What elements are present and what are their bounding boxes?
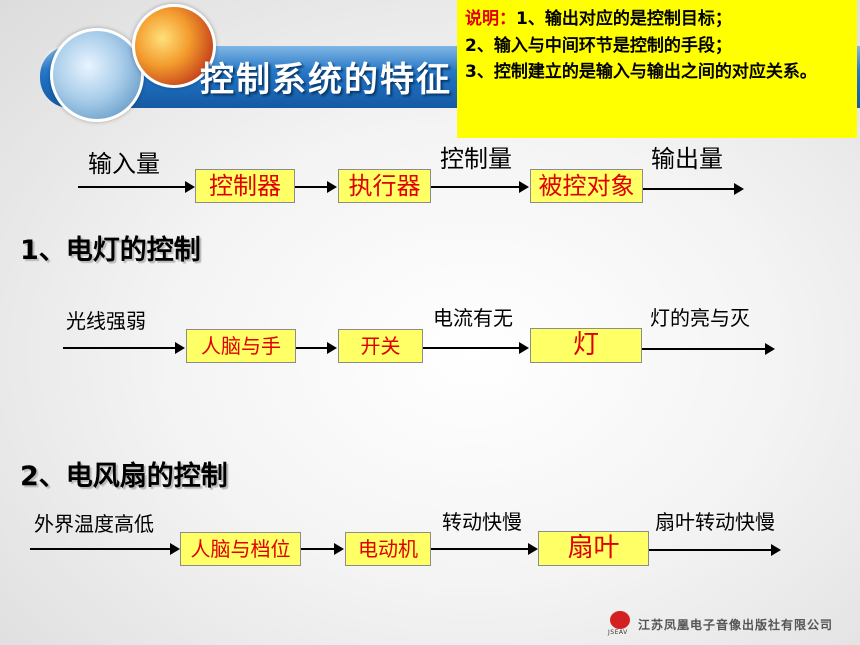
publisher-name: 江苏凤凰电子音像出版社有限公司	[638, 617, 834, 632]
slide-title: 控制系统的特征	[200, 60, 452, 100]
fruit-image	[132, 4, 216, 88]
fan-controller-box: 人脑与档位	[180, 532, 301, 566]
note-line-2: 2、输入与中间环节是控制的手段；	[465, 36, 732, 56]
fan-control-quantity-label: 转动快慢	[442, 510, 522, 534]
publisher-footer: JSEAV 江苏凤凰电子音像出版社有限公司	[608, 611, 833, 637]
general-arrow-2	[295, 181, 337, 193]
general-input-label: 输入量	[88, 150, 160, 178]
logo-abbr: JSEAV	[608, 629, 628, 636]
lamp-actuator-box: 开关	[338, 329, 423, 363]
note-line-3: 3、控制建立的是输入与输出之间的对应关系。	[465, 62, 817, 82]
fan-arrow-3	[431, 543, 538, 555]
general-plant-box: 被控对象	[530, 169, 643, 203]
lamp-input-label: 光线强弱	[66, 309, 146, 333]
lamp-arrow-3	[423, 342, 529, 354]
fan-arrow-2	[301, 543, 344, 555]
lamp-arrow-4	[642, 343, 775, 355]
general-arrow-1	[78, 181, 195, 193]
section-2-heading: 2、电风扇的控制	[20, 461, 228, 492]
section-1-heading: 1、电灯的控制	[20, 235, 201, 266]
general-arrow-4	[643, 183, 744, 195]
fan-arrow-1	[30, 543, 180, 555]
general-output-label: 输出量	[651, 145, 723, 173]
fan-plant-box: 扇叶	[538, 531, 649, 566]
lamp-control-quantity-label: 电流有无	[433, 306, 513, 330]
fan-actuator-box: 电动机	[345, 532, 431, 566]
general-arrow-3	[431, 181, 529, 193]
lamp-plant-box: 灯	[530, 328, 642, 363]
lamp-arrow-2	[296, 342, 337, 354]
note-line-1: 1、输出对应的是控制目标；	[516, 9, 732, 29]
explanation-note: 说明：1、输出对应的是控制目标； 2、输入与中间环节是控制的手段； 3、控制建立…	[457, 0, 857, 138]
general-control-quantity-label: 控制量	[440, 145, 512, 173]
note-lead: 说明：	[465, 9, 516, 29]
lamp-output-label: 灯的亮与灭	[650, 306, 750, 330]
general-controller-box: 控制器	[195, 169, 295, 203]
lamp-arrow-1	[63, 342, 185, 354]
fan-output-label: 扇叶转动快慢	[655, 510, 775, 534]
fan-input-label: 外界温度高低	[34, 512, 154, 536]
phoenix-logo-icon: JSEAV	[608, 611, 634, 637]
lamp-controller-box: 人脑与手	[186, 329, 296, 363]
dna-image	[50, 28, 144, 122]
general-actuator-box: 执行器	[338, 169, 431, 203]
fan-arrow-4	[649, 544, 781, 556]
